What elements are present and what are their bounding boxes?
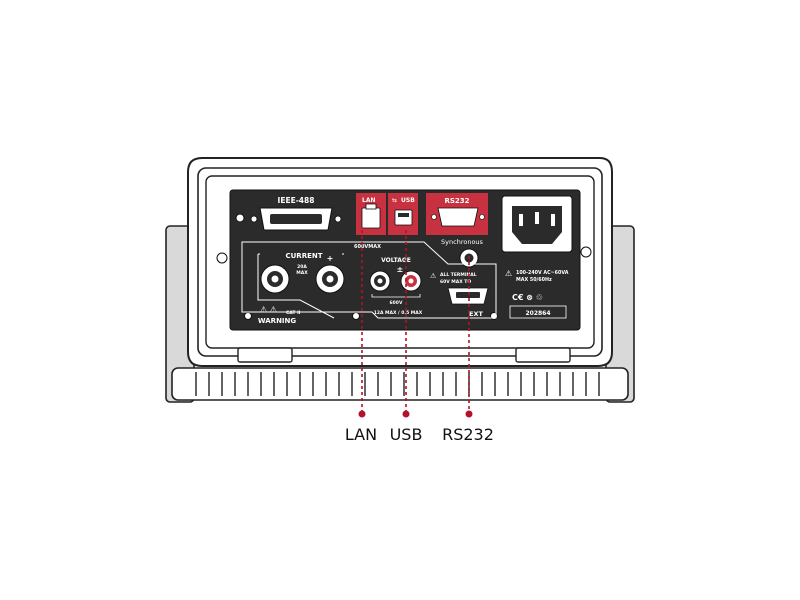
callout-dots (358, 410, 473, 418)
fuse-note: 12A MAX / 0.5 MAX (374, 310, 423, 316)
left-foot (237, 347, 293, 363)
current-terminal-right[interactable] (315, 264, 345, 294)
current-rating-max: MAX (296, 270, 308, 276)
power-note-line2: MAX 50/60Hz (516, 277, 552, 283)
callout-leaders (361, 230, 470, 412)
overvoltage-note: 600VMAX (354, 244, 381, 250)
ext-label: EXT (469, 310, 483, 318)
rs232-port[interactable] (426, 193, 488, 235)
lan-port[interactable] (356, 193, 386, 235)
screw-top-left (235, 213, 245, 223)
ext-warning-icon: ⚠ (430, 272, 437, 280)
input-area-outline (241, 241, 497, 319)
current-plus-sign: + (327, 254, 334, 263)
handle-bar (171, 367, 629, 401)
handle-ribs (195, 372, 600, 396)
voltage-terminal-right[interactable] (400, 270, 422, 292)
voltage-plus-minus-sign: ± (397, 265, 404, 274)
current-terminal-left[interactable] (260, 264, 290, 294)
ext-note-line2: 60V MAX TO (440, 279, 471, 285)
certification-marks: C€ ⊗ ♲ (512, 293, 543, 302)
screw-mid-right (580, 246, 592, 258)
rs232-callout-label: RS232 (442, 425, 494, 444)
ext-port[interactable] (447, 287, 489, 305)
serial-number: 202864 (525, 310, 550, 317)
usb-callout-label: USB (390, 425, 423, 444)
ieee-label: IEEE-488 (278, 196, 315, 205)
usb-panel-label: USB (401, 197, 415, 204)
voltage-terminal-left[interactable] (369, 270, 391, 292)
current-bracket (257, 253, 344, 319)
power-note-line1: 100-240V AC~60VA (516, 270, 569, 276)
rs232-leader-dot (465, 410, 473, 418)
voltage-label: VOLTAGE (381, 257, 411, 264)
screw-mid-left (216, 252, 228, 264)
synchronous-label: Synchronous (441, 238, 484, 246)
lan-callout-label: LAN (345, 425, 377, 444)
screw-bottom-mid (352, 312, 360, 320)
lan-leader-dot (358, 410, 366, 418)
usb-icon: ⇆ (392, 197, 397, 204)
power-inlet[interactable] (501, 195, 573, 253)
warning-label: WARNING (258, 317, 297, 325)
current-rating: 20A (297, 264, 307, 270)
current-label: CURRENT (285, 252, 322, 260)
right-foot (515, 347, 571, 363)
voltage-bracket (371, 294, 421, 298)
ieee-488-port[interactable] (250, 207, 342, 231)
voltage-note: 600V (390, 300, 403, 306)
usb-port[interactable] (388, 193, 418, 235)
screw-bottom-left (244, 312, 252, 320)
lan-panel-label: LAN (362, 197, 376, 204)
ext-note-line1: ALL TERMINAL (440, 272, 477, 278)
usb-leader-dot (402, 410, 410, 418)
rs232-panel-label: RS232 (444, 197, 469, 205)
power-warning-icon: ⚠ (505, 269, 512, 278)
warning-icons: ⚠ ⚠ (260, 305, 277, 314)
cat-label: CAT II (286, 310, 301, 316)
serial-plate (509, 305, 567, 319)
screws (216, 213, 592, 320)
